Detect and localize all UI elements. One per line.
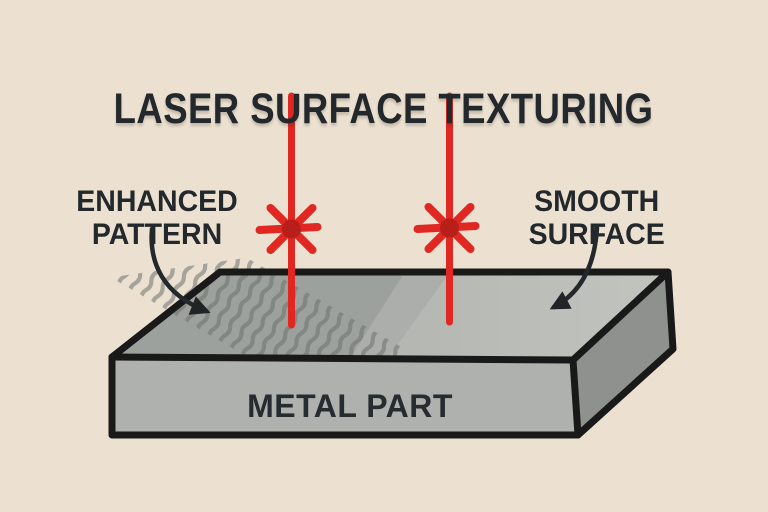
block-outline	[108, 268, 677, 439]
label-smooth-surface-text: SMOOTH SURFACE	[528, 185, 666, 251]
laser-burst-left-core	[282, 219, 301, 239]
side-face	[573, 272, 673, 435]
front-face	[112, 357, 578, 435]
diagram-title-text: LASER SURFACE TEXTURING	[114, 85, 654, 133]
textured-region	[112, 272, 405, 358]
label-enhanced-pattern: ENHANCED PATTERN	[52, 152, 262, 251]
curved-arrow-right-icon	[549, 225, 600, 310]
label-smooth-surface: SMOOTH SURFACE	[492, 152, 702, 251]
metal-part-label: METAL PART	[247, 388, 453, 424]
label-enhanced-pattern-text: ENHANCED PATTERN	[76, 185, 238, 251]
smooth-region	[388, 272, 668, 360]
annotation-arrows	[149, 225, 600, 315]
laser-beams	[288, 92, 453, 329]
curved-arrow-left-icon	[149, 226, 211, 315]
laser-burst-right-core	[440, 218, 459, 238]
diagram-title: LASER SURFACE TEXTURING	[0, 37, 768, 133]
